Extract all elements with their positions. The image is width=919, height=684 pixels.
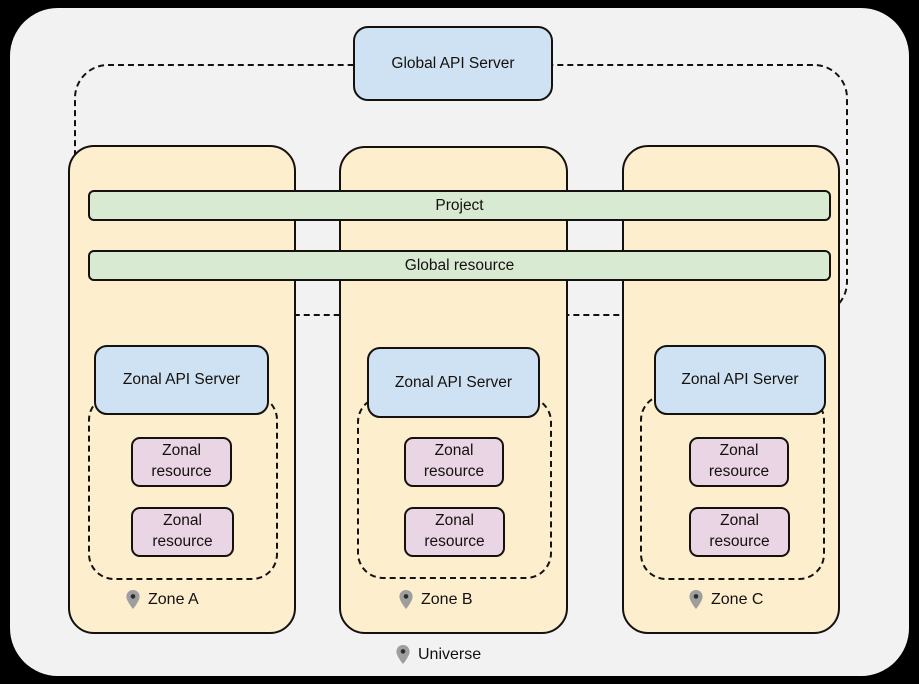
zonal-api-server-label-b: Zonal API Server bbox=[394, 373, 513, 391]
zonal-resource-label-line2: resource bbox=[423, 463, 485, 480]
zone-label-b: Zone B bbox=[399, 590, 473, 609]
zone-label-a-text: Zone A bbox=[148, 590, 199, 608]
zonal-api-server-label-a: Zonal API Server bbox=[122, 371, 241, 388]
zonal-resource-label-line1: Zonal bbox=[162, 442, 201, 460]
zonal-resource-node-b2[interactable]: Zonal resource bbox=[404, 507, 505, 557]
zonal-resource-label-line2: resource bbox=[152, 533, 213, 550]
universe-label: Universe bbox=[396, 645, 481, 664]
zone-label-c: Zone C bbox=[689, 590, 763, 609]
zonal-api-server-node-c[interactable]: Zonal API Server bbox=[654, 345, 826, 415]
zonal-resource-label-line2: resource bbox=[709, 533, 770, 550]
zone-label-a: Zone A bbox=[126, 590, 199, 609]
zonal-resource-label-line1: Zonal bbox=[720, 512, 759, 530]
map-pin-icon bbox=[396, 645, 410, 664]
zonal-resource-node-a1[interactable]: Zonal resource bbox=[131, 437, 232, 487]
zonal-resource-node-c1[interactable]: Zonal resource bbox=[689, 437, 789, 487]
universe-label-text: Universe bbox=[418, 645, 482, 663]
zonal-resource-node-c2[interactable]: Zonal resource bbox=[689, 507, 790, 557]
zonal-api-server-node-b[interactable]: Zonal API Server bbox=[367, 347, 540, 418]
map-pin-icon bbox=[399, 590, 413, 609]
global-bar-project-label: Project bbox=[435, 196, 484, 214]
global-bar-global-resource-label: Global resource bbox=[404, 256, 515, 274]
zonal-resource-label-line2: resource bbox=[151, 463, 212, 480]
map-pin-icon bbox=[689, 590, 703, 609]
zonal-resource-label-line1: Zonal bbox=[719, 442, 759, 460]
zone-label-c-text: Zone C bbox=[711, 590, 764, 608]
zonal-api-server-node-a[interactable]: Zonal API Server bbox=[94, 345, 269, 415]
zonal-resource-label-line1: Zonal bbox=[434, 442, 474, 460]
global-bar-global-resource[interactable]: Global resource bbox=[88, 250, 831, 281]
map-pin-icon bbox=[126, 590, 140, 609]
zonal-resource-node-a2[interactable]: Zonal resource bbox=[131, 507, 234, 557]
zonal-resource-label-line1: Zonal bbox=[163, 512, 202, 530]
zone-label-b-text: Zone B bbox=[421, 590, 473, 608]
global-api-server-label: Global API Server bbox=[391, 54, 515, 72]
global-api-server-node[interactable]: Global API Server bbox=[353, 26, 553, 101]
zonal-api-server-label-c: Zonal API Server bbox=[681, 371, 799, 388]
zonal-resource-node-b1[interactable]: Zonal resource bbox=[404, 437, 504, 487]
zonal-resource-label-line1: Zonal bbox=[435, 512, 474, 530]
zonal-resource-label-line2: resource bbox=[708, 463, 770, 480]
global-bar-project[interactable]: Project bbox=[88, 190, 831, 221]
zonal-resource-label-line2: resource bbox=[424, 533, 485, 550]
